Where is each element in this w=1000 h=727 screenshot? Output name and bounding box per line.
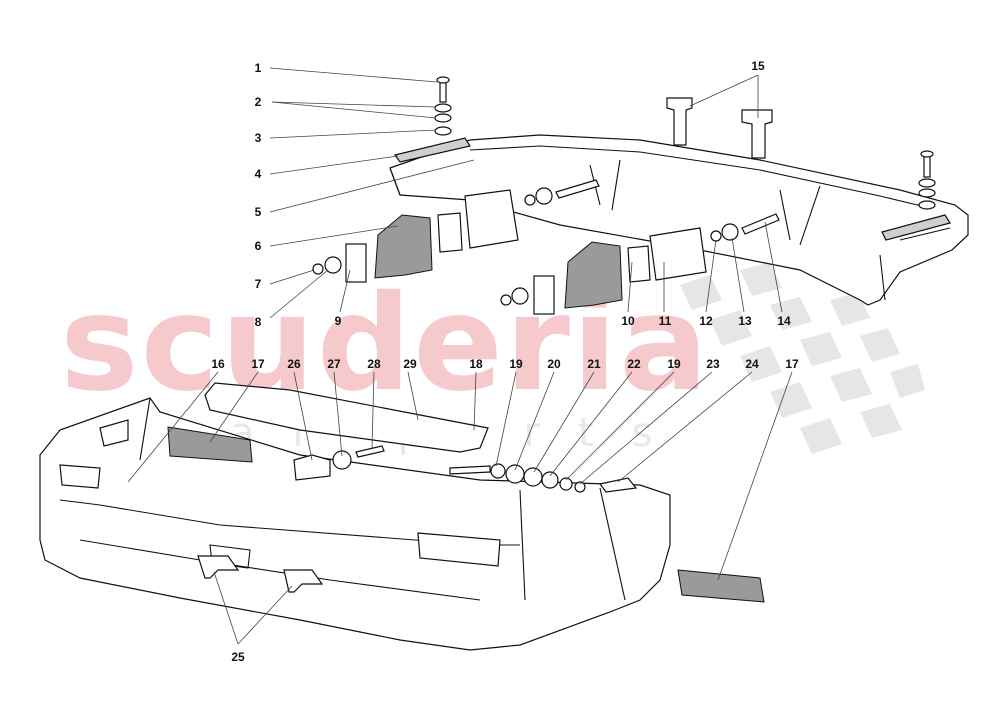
emblem-right [283, 569, 324, 593]
washer-nut-set-left [312, 243, 367, 283]
callout-11: 11 [658, 314, 672, 328]
callout-2: 2 [254, 95, 262, 109]
clip-27 [332, 450, 352, 470]
callout-27: 27 [327, 357, 341, 371]
mounting-bracket-15a [666, 97, 693, 146]
callout-13: 13 [738, 314, 752, 328]
rear-bumper [389, 134, 969, 306]
front-bumper [39, 397, 671, 651]
rear-fastener-stack-right [881, 150, 951, 241]
screw-28 [355, 445, 385, 458]
callout-5: 5 [254, 205, 262, 219]
callout-7: 7 [254, 277, 262, 291]
side-reflector-left [167, 426, 253, 463]
callout-10: 10 [621, 314, 635, 328]
rubber-mount-right [564, 227, 707, 309]
stud-washer-set-12-14 [524, 179, 780, 242]
callout-19-first: 19 [509, 357, 523, 371]
bolt-washer-set-19-24 [449, 463, 638, 493]
callout-20: 20 [547, 357, 561, 371]
leader-lines [127, 67, 793, 645]
callout-9: 9 [334, 314, 342, 328]
callout-24: 24 [745, 357, 759, 371]
callout-29: 29 [403, 357, 417, 371]
rubber-mount-left [374, 189, 519, 279]
callout-14: 14 [777, 314, 791, 328]
washer-nut-set-center [500, 275, 555, 315]
callout-16: 16 [211, 357, 225, 371]
callout-17-right: 17 [785, 357, 799, 371]
callout-4: 4 [254, 167, 262, 181]
callout-28: 28 [367, 357, 381, 371]
callout-8: 8 [254, 315, 262, 329]
side-reflector-right [677, 569, 765, 603]
callout-1: 1 [254, 61, 262, 75]
callout-22: 22 [627, 357, 641, 371]
callout-3: 3 [254, 131, 262, 145]
callout-18: 18 [469, 357, 483, 371]
callout-23: 23 [706, 357, 720, 371]
callout-26: 26 [287, 357, 301, 371]
callout-25: 25 [231, 650, 245, 664]
callout-19-second: 19 [667, 357, 681, 371]
callout-17-left: 17 [251, 357, 265, 371]
bumper-stop-26 [293, 454, 331, 481]
callout-15: 15 [751, 59, 765, 73]
mounting-bracket-15b [741, 109, 773, 159]
callout-21: 21 [587, 357, 601, 371]
rear-fastener-stack-left [393, 76, 471, 163]
emblem-left [197, 555, 240, 579]
reinforcement-beam [204, 382, 489, 453]
callout-12: 12 [699, 314, 713, 328]
callout-6: 6 [254, 239, 262, 253]
